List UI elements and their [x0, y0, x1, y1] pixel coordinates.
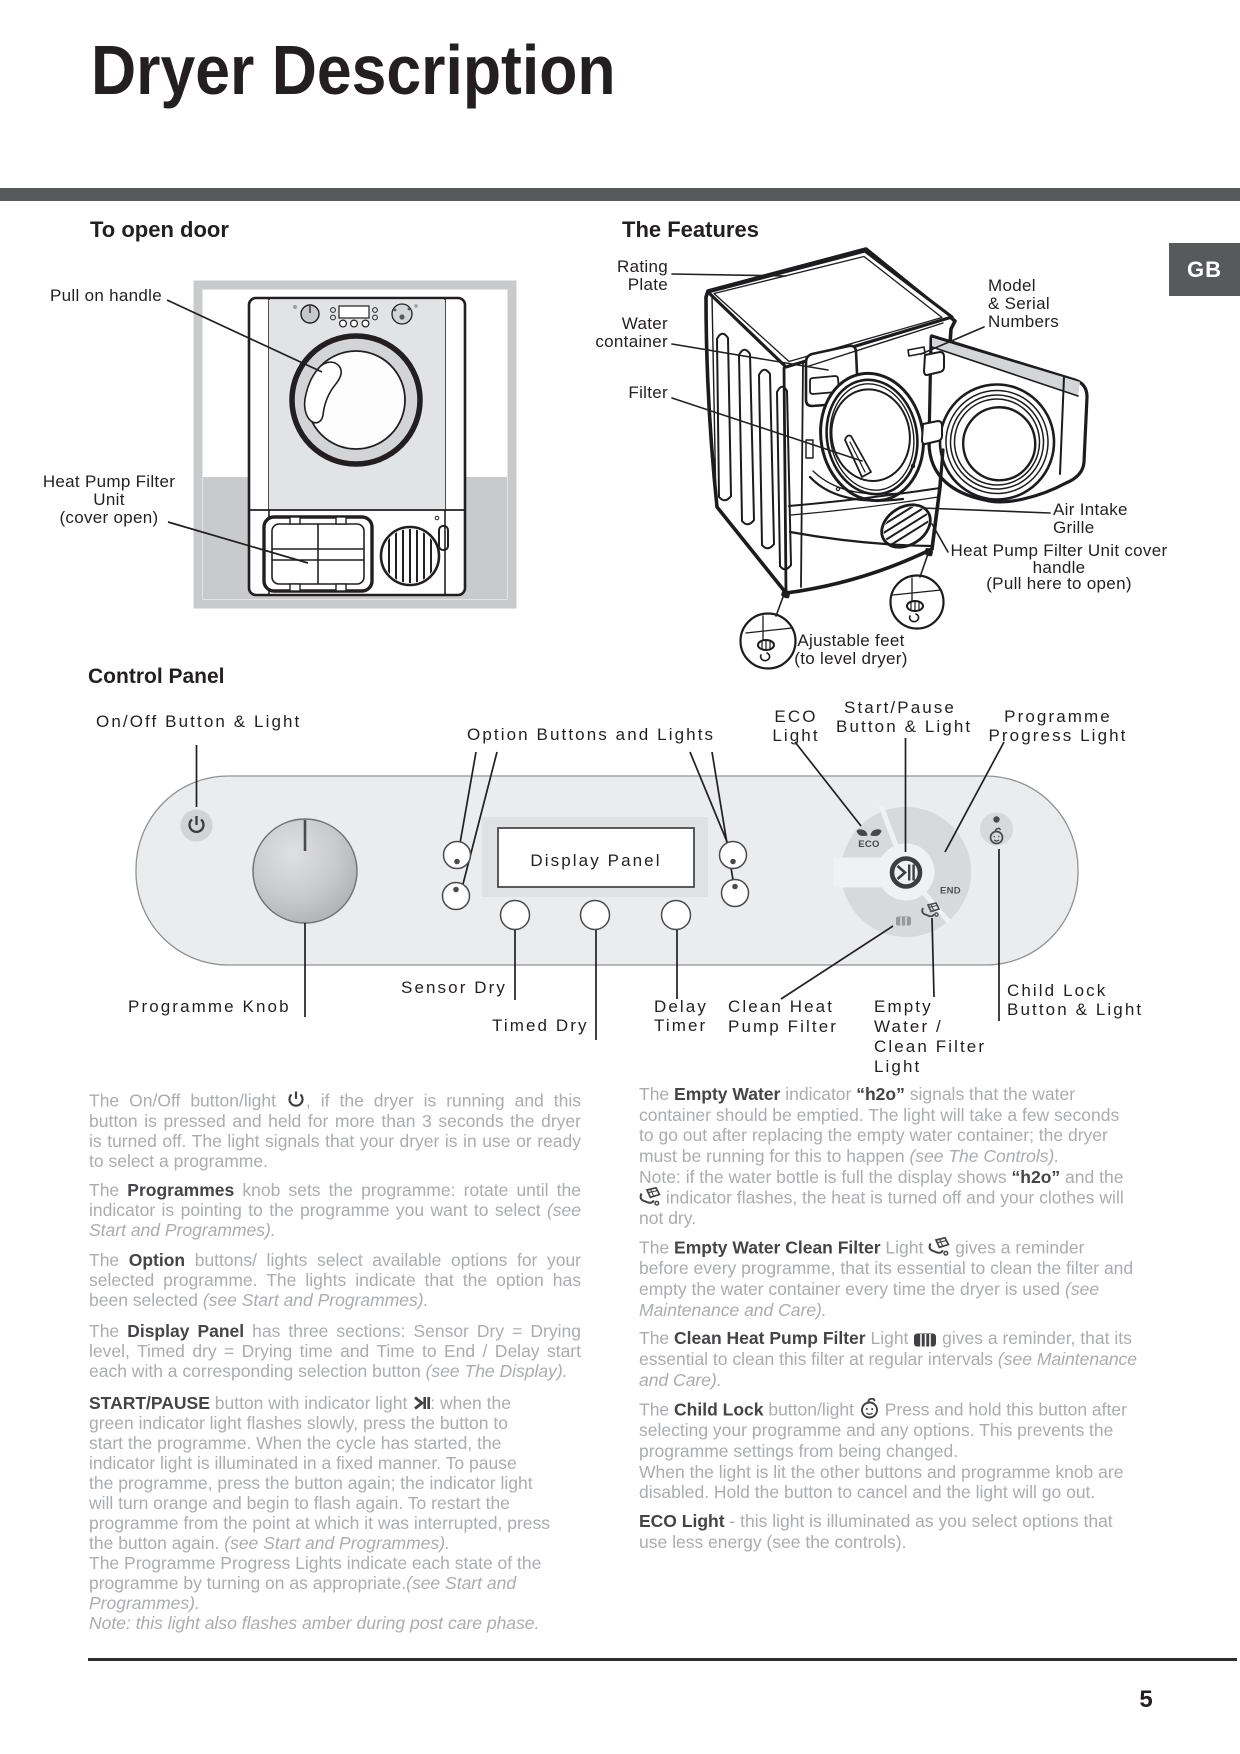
svg-text:Display Panel: Display Panel [530, 851, 661, 870]
svg-text:ECO: ECO [858, 839, 880, 850]
svg-text:END: END [940, 886, 961, 897]
